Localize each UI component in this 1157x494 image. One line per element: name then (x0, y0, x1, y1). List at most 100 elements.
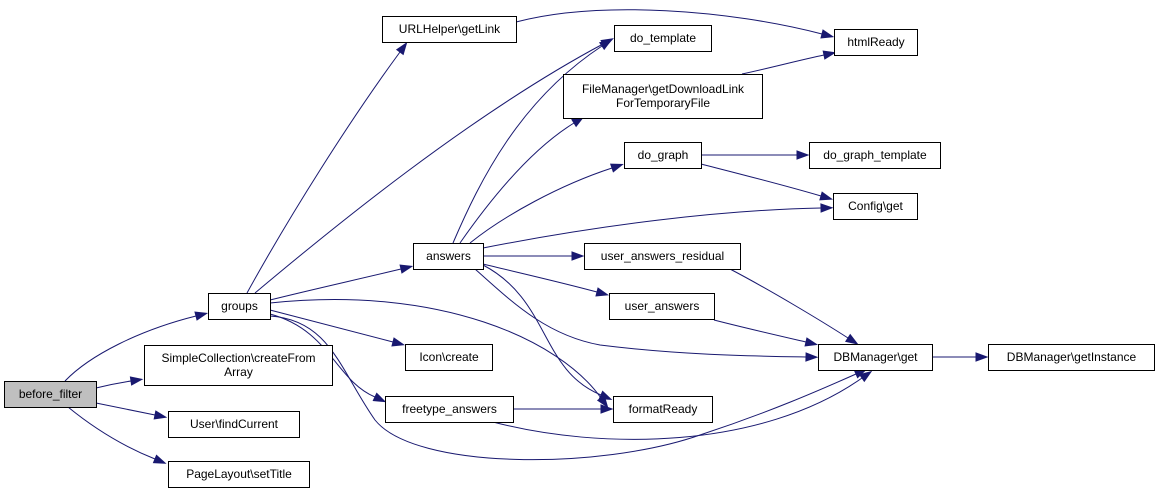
edge-line (482, 207, 822, 249)
arrowhead (820, 29, 835, 39)
node-box (385, 396, 514, 423)
edge-user_answers-to-dbmanager_get (713, 319, 819, 347)
node-box (584, 243, 741, 270)
node-box (382, 16, 517, 43)
edge-line (713, 319, 807, 343)
arrowhead (399, 264, 414, 274)
node-box (818, 344, 933, 371)
edge-line (246, 51, 401, 294)
edge-user_answers_residual-to-dbmanager_get (729, 268, 859, 345)
edge-line (474, 268, 807, 358)
node-box (834, 29, 918, 56)
edge-groups-to-icon_create (269, 309, 406, 347)
edges-layer (64, 9, 989, 464)
node-box (563, 74, 763, 119)
node-label: do_template (630, 31, 696, 45)
edge-line (515, 9, 823, 35)
edge-answers-to-filemanager_getdownloadlink (459, 116, 585, 244)
node-label: Config\get (848, 199, 903, 213)
edge-answers-to-user_answers (482, 263, 610, 297)
node-label: DBManager\getInstance (1007, 350, 1137, 364)
arrowhead (153, 410, 168, 420)
node-box (988, 344, 1155, 371)
node-dbmanager-get[interactable]: DBManager\get (818, 344, 933, 371)
node-config-get[interactable]: Config\get (833, 193, 918, 220)
edge-line (269, 268, 402, 301)
node-freetype-answers[interactable]: freetype_answers (385, 396, 514, 423)
node-box (614, 25, 712, 52)
node-do-template[interactable]: do_template (614, 25, 712, 52)
node-filemanager-getdownloadlink[interactable]: FileManager\getDownloadLinkForTemporaryF… (563, 74, 763, 119)
node-box (413, 243, 484, 270)
node-user-answers-residual[interactable]: user_answers_residual (584, 243, 741, 270)
edge-line (741, 54, 825, 75)
node-dbmanager-getinstance[interactable]: DBManager\getInstance (988, 344, 1155, 371)
edge-answers-to-config_get (482, 203, 834, 249)
arrowhead (372, 392, 387, 403)
edge-line (729, 268, 849, 339)
node-box (613, 396, 713, 423)
node-htmlready[interactable]: htmlReady (834, 29, 918, 56)
arrowhead (796, 150, 810, 160)
node-box (144, 345, 333, 386)
edge-before_filter-to-groups (64, 311, 209, 382)
edge-line (95, 380, 132, 389)
edge-line (95, 402, 156, 416)
node-box (208, 293, 271, 320)
node-formatready[interactable]: formatReady (613, 396, 713, 423)
edge-before_filter-to-simplecollection (95, 376, 144, 389)
edge-answers-to-do_graph (469, 163, 624, 244)
edge-line (269, 299, 602, 399)
node-label: formatReady (629, 402, 698, 416)
edge-groups-to-answers (269, 264, 414, 301)
edge-line (700, 163, 822, 197)
node-do-graph-template[interactable]: do_graph_template (809, 142, 941, 169)
arrowhead (975, 352, 989, 362)
node-box (809, 142, 941, 169)
node-do-graph[interactable]: do_graph (624, 142, 702, 169)
node-label: answers (426, 249, 471, 263)
edge-line (64, 315, 197, 382)
node-user-answers[interactable]: user_answers (609, 293, 715, 320)
node-label: do_graph_template (823, 148, 927, 162)
node-answers[interactable]: answers (413, 243, 484, 270)
node-box (624, 142, 702, 169)
arrowhead (804, 337, 819, 347)
edge-line (482, 263, 598, 293)
node-user-findcurrent[interactable]: User\findCurrent (168, 411, 300, 438)
node-box (609, 293, 715, 320)
arrowhead (152, 454, 167, 464)
node-label: Array (224, 365, 253, 379)
arrowhead (609, 163, 624, 173)
node-label: Icon\create (419, 350, 479, 364)
node-label: SimpleCollection\createFrom (161, 351, 315, 365)
node-groups[interactable]: groups (208, 293, 271, 320)
arrowhead (858, 370, 873, 383)
node-label: htmlReady (847, 35, 904, 49)
edge-do_graph-to-do_graph_template (701, 150, 810, 160)
node-pagelayout-settitle[interactable]: PageLayout\setTitle (168, 461, 310, 488)
arrowhead (598, 39, 613, 51)
node-before-filter[interactable]: before_filter (4, 381, 97, 408)
edge-before_filter-to-pagelayout_settitle (67, 406, 167, 464)
node-urlhelper-getlink[interactable]: URLHelper\getLink (382, 16, 517, 43)
arrowhead (844, 333, 859, 345)
node-label: FileManager\getDownloadLink (582, 82, 745, 96)
node-icon-create[interactable]: Icon\create (405, 344, 493, 371)
edge-answers-to-dbmanager_get (474, 268, 819, 362)
arrowhead (194, 311, 209, 321)
edge-line (482, 264, 602, 396)
edge-urlhelper_getlink-to-htmlready (515, 9, 835, 39)
node-box (168, 411, 300, 438)
node-label: user_answers_residual (601, 249, 724, 263)
node-label: groups (221, 299, 258, 313)
arrowhead (598, 390, 613, 400)
node-box (168, 461, 310, 488)
node-label: before_filter (19, 387, 82, 401)
edge-freetype_answers-to-formatready (513, 404, 614, 414)
node-label: ForTemporaryFile (616, 96, 710, 110)
edge-line (469, 167, 613, 244)
edge-line (459, 122, 575, 244)
